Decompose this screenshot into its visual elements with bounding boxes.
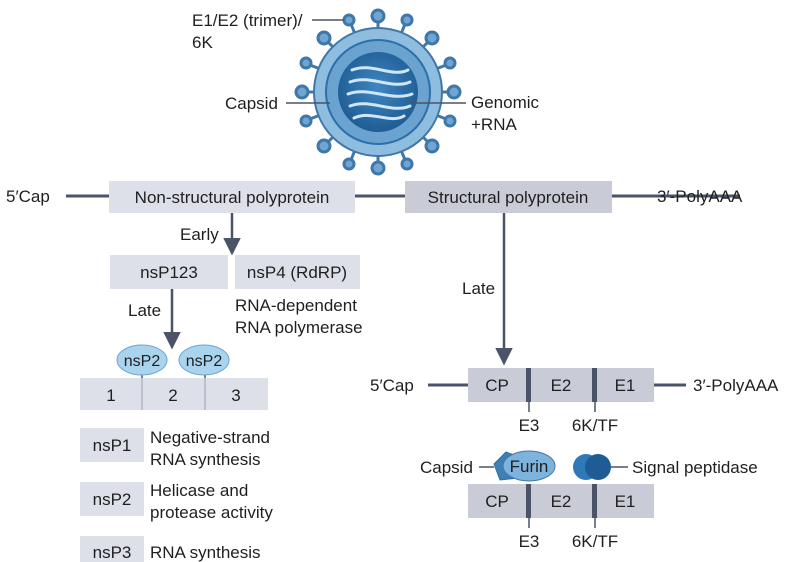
nsp2-function-line1: Helicase and [150,481,248,500]
nsp2-protease-left [116,344,168,376]
nsp2-func-label: nsP2 [93,490,132,509]
rdrp-desc-line2: RNA polymerase [235,318,363,337]
nsp-segment-bar [80,378,268,410]
structural-segment-bar-2 [468,484,654,518]
rdrp-desc-line1: RNA-dependent [235,296,357,315]
e2-label: E2 [551,376,572,395]
genome-5cap: 5′Cap [6,187,50,206]
e2-label-2: E2 [551,492,572,511]
6k-label: 6K/TF [572,416,618,435]
late-label-structural: Late [462,279,495,298]
segment-label-3: 3 [231,386,240,405]
nsp1-function-line2: RNA synthesis [150,450,261,469]
structural-5cap: 5′Cap [370,376,414,395]
nsp2-protease-right [178,344,230,376]
genomic-rna-coil [346,66,414,121]
e3-marker [526,368,531,402]
e1-label: E1 [615,376,636,395]
early-label: Early [180,225,219,244]
capsid-virion-label: Capsid [225,94,278,113]
genome-3polyaaa: 3′-PolyAAA [657,187,743,206]
nsp2-right-label: nsP2 [186,353,223,370]
capsid-protease-label: Capsid [420,458,473,477]
nsp4-box [235,255,360,289]
nsp2-left-label: nsP2 [124,353,161,370]
furin-label: Furin [510,457,549,476]
e3-label: E3 [519,416,540,435]
e3-marker-2 [526,484,531,518]
cp-label: CP [485,376,509,395]
nsp2-function-line2: protease activity [150,503,273,522]
nsp2-box [80,482,144,516]
structural-3polyaaa: 3′-PolyAAA [693,376,779,395]
6k-marker [592,368,597,402]
e3-label-2: E3 [519,532,540,551]
segment-label-2: 2 [168,386,177,405]
nonstructural-polyprotein-label: Non-structural polyprotein [135,188,330,207]
genomic-rna-label-line2: +RNA [471,115,517,134]
nsp1-label: nsP1 [93,436,132,455]
furin-enzyme [502,450,556,482]
late-label-ns: Late [128,301,161,320]
nsp1-function-line1: Negative-strand [150,428,270,447]
envelope-label-line1: E1/E2 (trimer)/ [192,11,303,30]
nsp3-label: nsP3 [93,543,132,562]
segment-label-1: 1 [106,386,115,405]
6k-marker-2 [592,484,597,518]
genomic-rna-label-line1: Genomic [471,93,540,112]
signal-peptidase-label: Signal peptidase [632,458,758,477]
nsp4-label: nsP4 (RdRP) [247,263,347,282]
6k-label-2: 6K/TF [572,532,618,551]
nsp123-box [110,255,228,289]
nsp123-label: nsP123 [140,263,198,282]
e1-label-2: E1 [615,492,636,511]
signal-peptidase-right [585,454,611,480]
structural-polyprotein-box [405,181,612,213]
nsp3-function-line1: RNA synthesis [150,543,261,562]
structural-polyprotein-label: Structural polyprotein [428,188,589,207]
structural-segment-bar [468,368,654,402]
virion-illustration [294,8,462,176]
nonstructural-polyprotein-box [109,181,355,213]
cp-label-2: CP [485,492,509,511]
envelope-label-line2: 6K [192,33,213,52]
nsp3-box [80,536,144,562]
nsp1-box [80,428,144,462]
